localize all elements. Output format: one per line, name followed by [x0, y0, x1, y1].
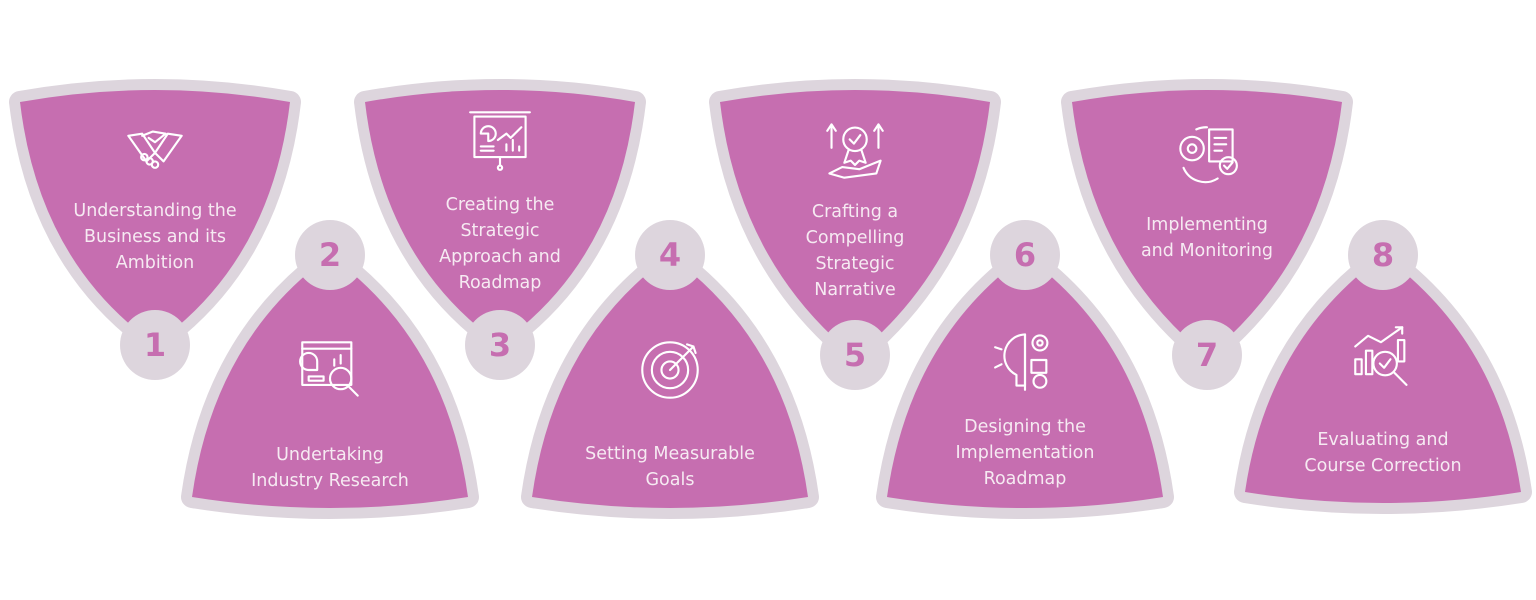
step-2-shape — [181, 220, 479, 519]
research-analytics-icon — [299, 341, 359, 397]
step-number: 6 — [1013, 236, 1037, 274]
step-4-shape — [521, 220, 819, 519]
step-number: 4 — [658, 236, 682, 274]
label-line: Approach and — [439, 247, 561, 267]
shape-fill — [1245, 273, 1521, 503]
step-1-shape — [9, 79, 301, 380]
gear-checklist-icon — [1179, 126, 1238, 184]
step-7-shape — [1061, 79, 1353, 390]
label-line: Implementing — [1146, 215, 1268, 235]
number-badge — [635, 220, 705, 290]
label-line: Strategic — [815, 254, 895, 274]
label-line: Understanding the — [73, 201, 237, 221]
presentation-board-icon — [469, 111, 531, 171]
label-line: Industry Research — [251, 471, 409, 491]
step-5-shape — [709, 79, 1001, 390]
label-line: Ambition — [115, 253, 195, 273]
chart-magnifier-icon — [1354, 326, 1408, 386]
step-number: 5 — [843, 336, 867, 374]
label-line: Compelling — [805, 228, 905, 248]
step-7-label: Implementing and Monitoring — [1107, 212, 1307, 264]
shape-fill — [720, 90, 990, 337]
label-line: Creating the — [445, 195, 555, 215]
number-badge — [1172, 320, 1242, 390]
step-number: 3 — [488, 326, 512, 364]
label-line: Undertaking — [276, 445, 384, 465]
label-line: Roadmap — [458, 273, 542, 293]
shape-fill — [1072, 90, 1342, 337]
shape-fill — [532, 273, 808, 508]
number-badge — [465, 310, 535, 380]
number-badge — [990, 220, 1060, 290]
step-number: 7 — [1195, 336, 1219, 374]
label-line: Designing the — [964, 417, 1086, 437]
label-line: Business and its — [83, 227, 227, 247]
label-line: Evaluating and — [1317, 430, 1449, 450]
handshake-icon — [127, 130, 183, 169]
label-line: Strategic — [460, 221, 540, 241]
step-number: 8 — [1371, 236, 1395, 274]
label-line: Course Correction — [1304, 456, 1462, 476]
step-8-shape — [1234, 220, 1532, 514]
number-badge — [295, 220, 365, 290]
number-badge — [120, 310, 190, 380]
label-line: Crafting a — [811, 202, 899, 222]
label-line: Setting Measurable — [585, 444, 755, 464]
label-line: Implementation — [955, 443, 1095, 463]
shape-fill — [192, 273, 468, 508]
label-line: Roadmap — [983, 469, 1067, 489]
label-line: Goals — [645, 470, 695, 490]
shape-fill — [365, 90, 635, 327]
idea-gears-icon — [994, 333, 1049, 391]
step-3-shape — [354, 79, 646, 380]
number-badge — [1348, 220, 1418, 290]
target-icon — [641, 341, 699, 399]
shape-fill — [20, 90, 290, 327]
label-line: and Monitoring — [1140, 241, 1274, 261]
step-number: 1 — [143, 326, 167, 364]
label-line: Narrative — [814, 280, 896, 300]
number-badge — [820, 320, 890, 390]
award-hand-icon — [826, 123, 884, 179]
step-number: 2 — [318, 236, 342, 274]
